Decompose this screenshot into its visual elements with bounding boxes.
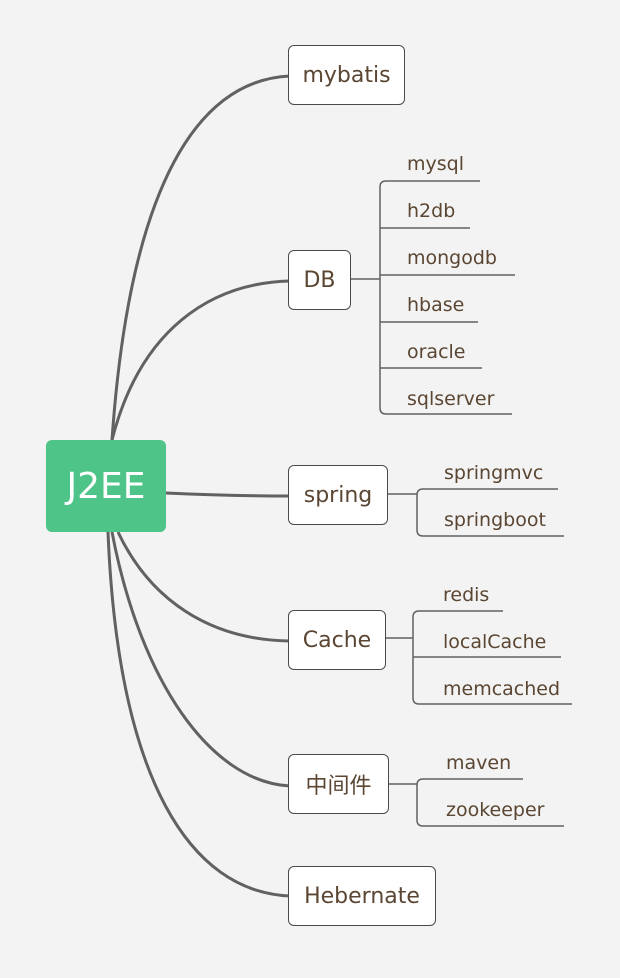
leaf-node-mysql[interactable]: mysql	[407, 153, 464, 175]
edge-root-db	[110, 279, 291, 441]
branch-node-mybatis[interactable]: mybatis	[288, 45, 405, 105]
branch-node-cache[interactable]: Cache	[288, 610, 386, 670]
leaf-node-springmvc[interactable]: springmvc	[444, 462, 544, 484]
leaf-node-memcached[interactable]: memcached	[443, 678, 561, 700]
branch-node-db[interactable]: DB	[288, 250, 351, 310]
edge-root-cache	[116, 531, 291, 643]
leaf-node-h2db[interactable]: h2db	[407, 200, 456, 222]
edge-root-mybatis	[110, 74, 291, 441]
leaf-node-oracle[interactable]: oracle	[407, 341, 466, 363]
edge-root-middleware	[110, 531, 291, 788]
cache-subtree-lines	[385, 610, 572, 705]
leaf-node-springboot[interactable]: springboot	[444, 509, 546, 531]
edge-root-spring	[165, 491, 291, 498]
branch-node-middleware[interactable]: 中间件	[288, 754, 389, 814]
edge-root-hebernate	[106, 531, 291, 898]
leaf-node-localcache[interactable]: localCache	[443, 631, 547, 653]
leaf-node-sqlserver[interactable]: sqlserver	[407, 388, 495, 410]
branch-node-spring[interactable]: spring	[288, 465, 388, 525]
leaf-node-hbase[interactable]: hbase	[407, 294, 465, 316]
middleware-subtree-lines	[388, 778, 564, 827]
leaf-node-zookeeper[interactable]: zookeeper	[446, 799, 545, 821]
spring-subtree-lines	[387, 488, 564, 537]
leaf-node-mongodb[interactable]: mongodb	[407, 247, 497, 269]
root-node-j2ee[interactable]: J2EE	[46, 440, 166, 532]
branch-node-hebernate[interactable]: Hebernate	[288, 866, 436, 926]
db-subtree-lines	[350, 180, 515, 415]
leaf-node-redis[interactable]: redis	[443, 584, 490, 606]
leaf-node-maven[interactable]: maven	[446, 752, 512, 774]
